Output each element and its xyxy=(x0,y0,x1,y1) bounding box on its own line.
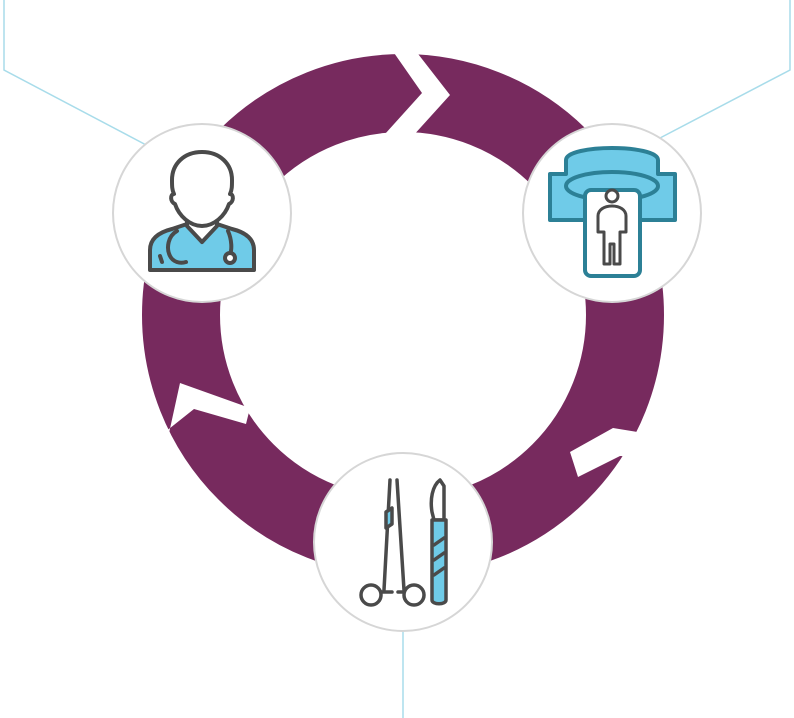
connector-top-left xyxy=(3,0,151,148)
node-imaging xyxy=(522,123,702,303)
node-physician xyxy=(112,123,292,303)
connector-lines xyxy=(3,0,791,718)
node-surgery-circle xyxy=(313,452,493,632)
node-surgery xyxy=(313,452,493,632)
arrow-notch-right xyxy=(570,428,672,477)
mri-scanner-icon xyxy=(548,146,677,278)
doctor-icon xyxy=(148,150,256,272)
arrow-notch-top xyxy=(385,50,450,137)
connector-top-right xyxy=(659,0,791,139)
arrow-notch-left xyxy=(140,383,250,456)
surgical-tools-icon xyxy=(359,478,448,607)
